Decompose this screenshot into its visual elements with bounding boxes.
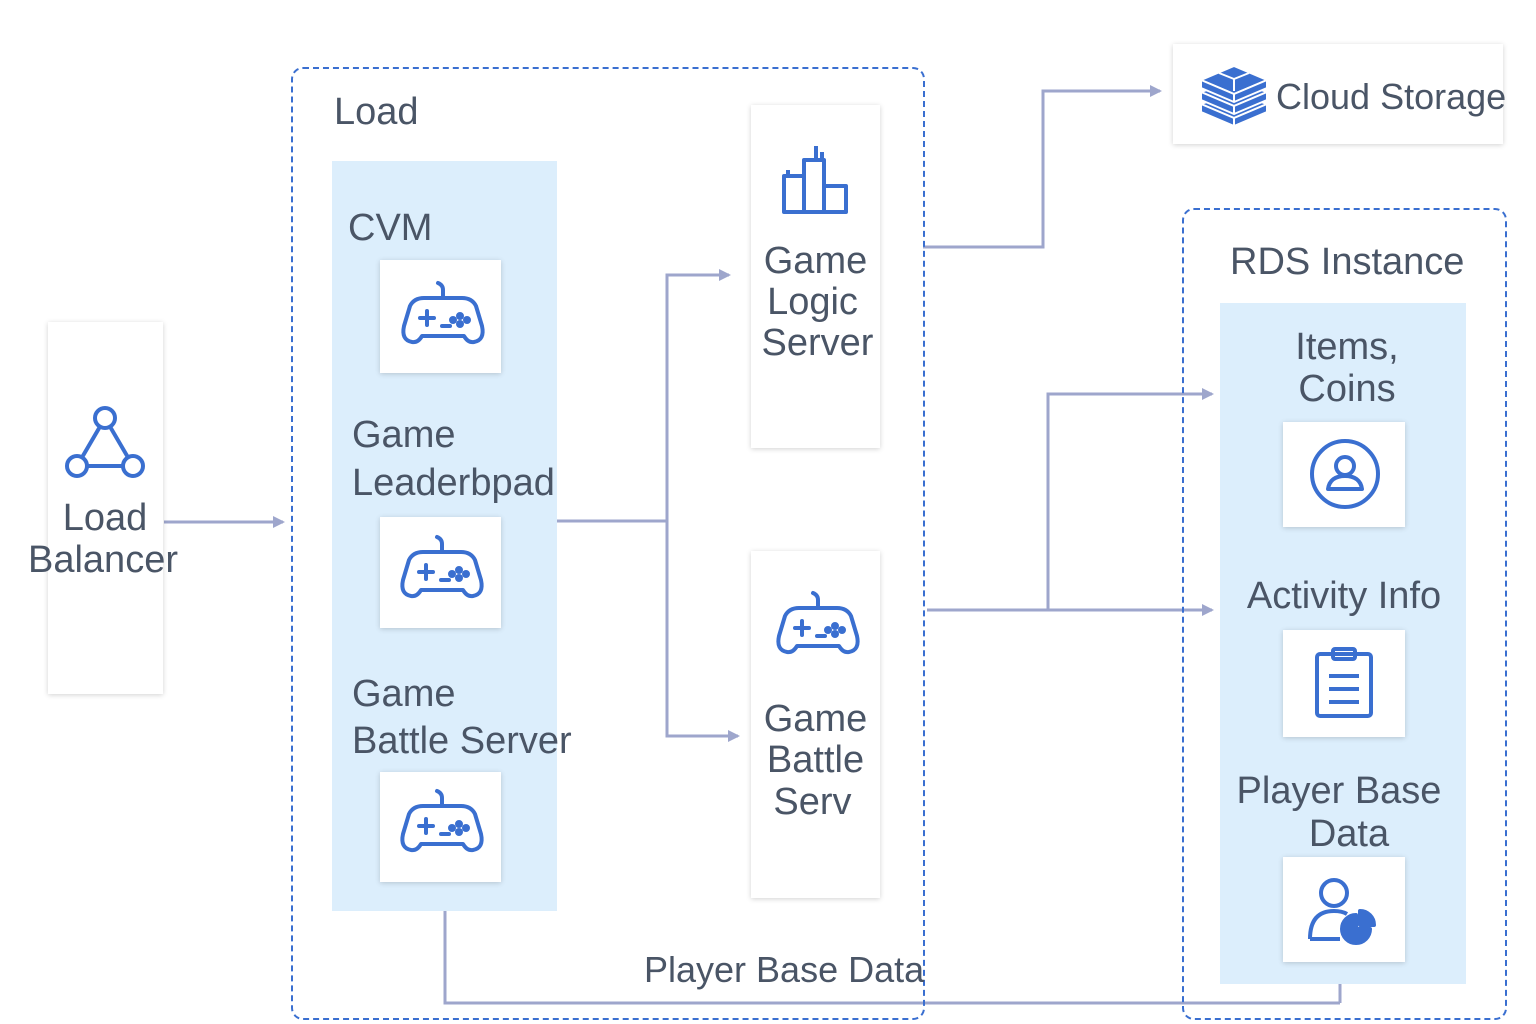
logic-server-label-line2: Logic bbox=[767, 281, 858, 323]
cvm-item-2-label-line2: Leaderbpad bbox=[352, 462, 555, 504]
cvm-item-3-label-line2: Battle Server bbox=[352, 720, 572, 762]
rds-group-boundary bbox=[1182, 208, 1507, 1020]
rds-item-2-label: Activity Info bbox=[1246, 575, 1442, 617]
logic-server-label-line1: Game bbox=[763, 240, 868, 282]
load-group-title: Load bbox=[334, 91, 419, 133]
player-base-data-footer-label: Player Base Data bbox=[644, 949, 925, 990]
cvm-item-3-label-line1: Game bbox=[352, 673, 456, 715]
stacked-layers-icon bbox=[1197, 62, 1271, 128]
arrow-to-battle bbox=[665, 521, 740, 742]
load-balancer-card[interactable] bbox=[48, 322, 163, 694]
rds-item-3-card[interactable] bbox=[1283, 857, 1405, 962]
rds-title: RDS Instance bbox=[1230, 241, 1465, 283]
rds-item-3-label-line1: Player Base bbox=[1236, 770, 1442, 812]
user-chart-icon bbox=[1306, 873, 1378, 945]
arrow-playerdata-to-cvm bbox=[439, 895, 1340, 1005]
arrow-logic-to-storage bbox=[923, 85, 1162, 249]
arrow-battle-to-items bbox=[1046, 388, 1214, 610]
network-triangle-icon bbox=[64, 404, 146, 480]
gamepad-icon bbox=[398, 278, 488, 354]
clipboard-icon bbox=[1313, 646, 1375, 720]
load-balancer-label-line2: Balancer bbox=[28, 539, 178, 581]
gamepad-icon bbox=[397, 786, 487, 862]
battle-server-label-line3: Serv bbox=[773, 781, 852, 823]
gamepad-icon bbox=[397, 532, 487, 608]
bar-chart-icon bbox=[778, 142, 854, 216]
rds-item-1-label-line1: Items, bbox=[1295, 326, 1399, 368]
battle-server-label-line2: Battle bbox=[766, 739, 865, 781]
load-group-boundary bbox=[291, 67, 925, 1020]
user-circle-icon bbox=[1308, 437, 1382, 511]
logic-server-label-line3: Server bbox=[761, 322, 874, 364]
rds-item-1-label-line2: Coins bbox=[1298, 368, 1396, 410]
arrow-to-logic bbox=[665, 269, 731, 521]
cvm-item-2-label-line1: Game bbox=[352, 414, 456, 456]
load-balancer-label-line1: Load bbox=[62, 497, 148, 539]
rds-item-3-label-line2: Data bbox=[1308, 813, 1390, 855]
gamepad-icon bbox=[773, 588, 863, 664]
battle-server-label-line1: Game bbox=[763, 698, 868, 740]
cloud-storage-label: Cloud Storage bbox=[1276, 76, 1507, 117]
logic-server-card[interactable] bbox=[751, 105, 880, 448]
cvm-title: CVM bbox=[348, 207, 433, 249]
